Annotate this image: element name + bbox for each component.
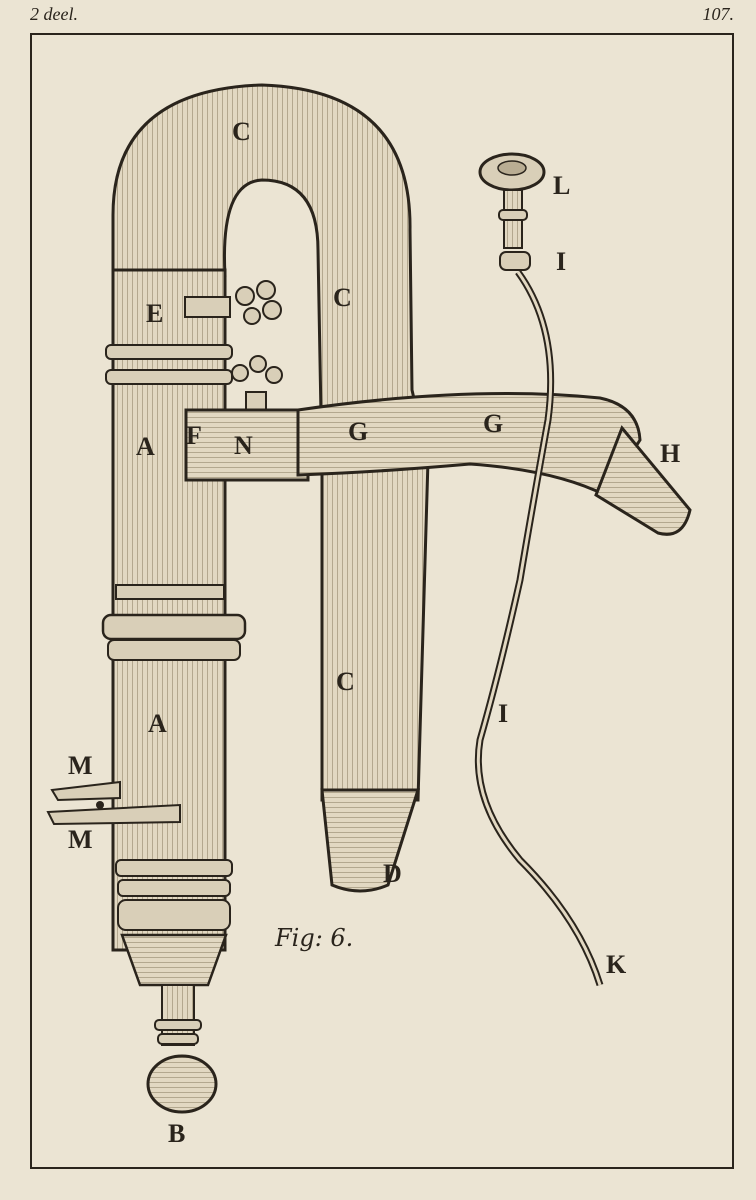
main-column-a	[101, 268, 247, 987]
label-g-left: G	[348, 417, 368, 446]
plates-m	[46, 780, 181, 826]
nozzle-h	[594, 425, 692, 536]
label-c-low: C	[336, 667, 355, 696]
figure-caption: Fig: 6.	[274, 924, 353, 952]
label-h: H	[660, 439, 680, 468]
label-c-right: C	[333, 283, 352, 312]
label-l: L	[553, 171, 570, 200]
label-c-top: C	[232, 117, 251, 146]
stem-b	[146, 984, 218, 1114]
plate-border	[30, 33, 734, 1169]
tap-e	[184, 280, 282, 325]
label-d: D	[383, 859, 402, 888]
label-a-upper: A	[136, 432, 155, 461]
label-f: F	[186, 421, 202, 450]
label-n: N	[234, 431, 253, 460]
mouthpiece-l	[478, 152, 546, 271]
label-i-top: I	[556, 247, 566, 276]
label-m-top: M	[68, 751, 93, 780]
label-m-bottom: M	[68, 825, 93, 854]
label-a-lower: A	[148, 709, 167, 738]
label-e: E	[146, 299, 163, 328]
hose-i	[474, 269, 604, 987]
label-g-right: G	[483, 409, 503, 438]
running-head-left: 2 deel.	[30, 4, 78, 24]
bent-tube-c	[111, 83, 430, 802]
nozzle-d	[320, 788, 421, 893]
label-k: K	[606, 950, 627, 979]
label-b: B	[168, 1119, 185, 1148]
page-number: 107.	[702, 4, 735, 24]
label-i-low: I	[498, 699, 508, 728]
